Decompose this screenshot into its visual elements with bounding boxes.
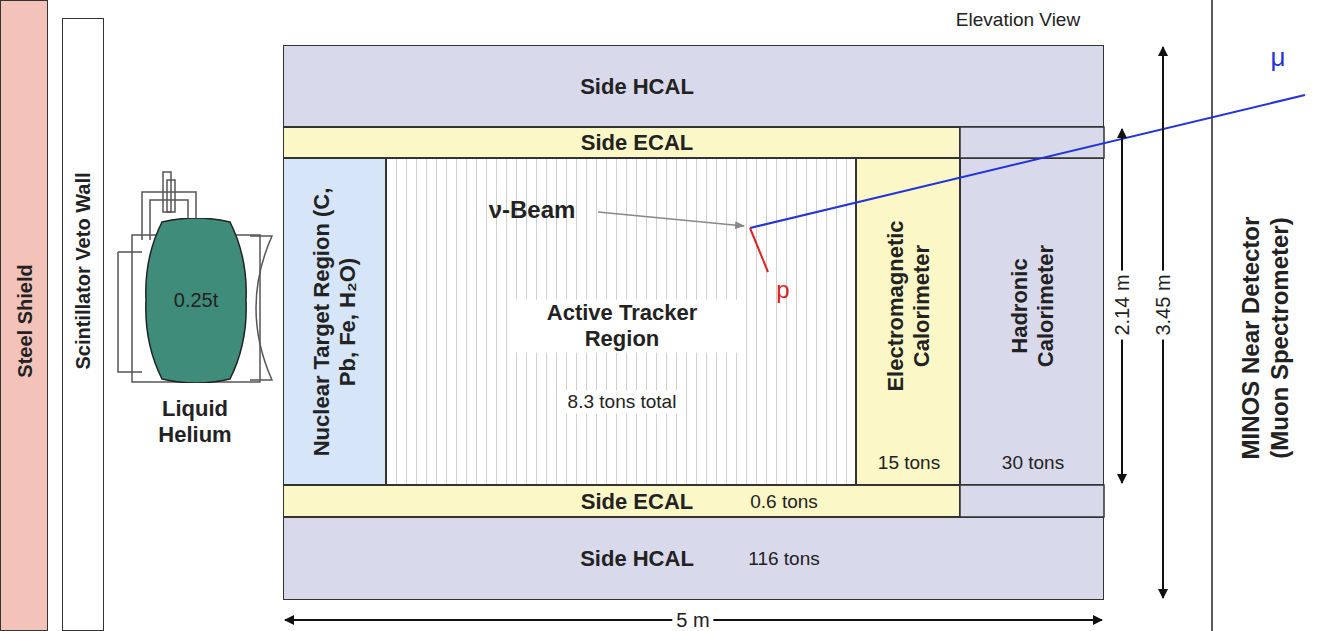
particle-label: p: [776, 276, 789, 305]
hcal-corner: [960, 485, 1104, 517]
box-label: Electromagnetic Calorimeter: [883, 206, 936, 406]
box-label: 8.3 tons total: [564, 391, 681, 414]
box-label: Side HCAL: [580, 546, 694, 572]
nuclear-target-region: Nuclear Target Region (C, Pb, Fe, H₂O): [283, 158, 386, 485]
tank-label: Liquid Helium: [145, 396, 245, 449]
dimension-label: 5 m: [672, 608, 713, 631]
side-ecal: Side ECAL: [283, 127, 960, 158]
hcal-corner: [960, 127, 1104, 158]
side-hcal: Side HCAL 116 tons: [283, 517, 1104, 600]
spectrometer-label: MINOS Near Detector (Muon Spectrometer): [1237, 188, 1295, 488]
box-label: Scintillator Veto Wall: [71, 121, 95, 421]
view-title: Elevation View: [956, 9, 1080, 32]
frame-line: [1211, 0, 1213, 631]
side-hcal: Side HCAL: [283, 45, 1104, 127]
box-label: 0.25t: [174, 288, 218, 312]
box-label: Side ECAL: [581, 130, 693, 156]
box-label: Side HCAL: [580, 74, 694, 100]
veto-wall: Scintillator Veto Wall: [62, 18, 104, 631]
box-label: Nuclear Target Region (C, Pb, Fe, H₂O): [309, 182, 362, 462]
box-label: 30 tons: [1002, 452, 1064, 475]
dimension-label: 3.45 m: [1151, 270, 1175, 339]
box-label: Side ECAL: [581, 489, 693, 515]
steel-shield: Steel Shield: [0, 0, 48, 631]
hadronic-calorimeter: Hadronic Calorimeter 30 tons: [960, 158, 1104, 485]
side-ecal: Side ECAL 0.6 tons: [283, 485, 960, 517]
box-label: Steel Shield: [13, 171, 37, 471]
cryostat: [118, 172, 272, 382]
box-label: Active Tracker Region: [507, 300, 737, 353]
box-label: 0.6 tons: [750, 491, 818, 514]
box-label: Hadronic Calorimeter: [1007, 206, 1060, 406]
helium-tank: 0.25t: [142, 218, 250, 383]
dimension-label: 2.14 m: [1110, 270, 1134, 339]
box-label: 15 tons: [878, 452, 940, 475]
box-label: 116 tons: [748, 548, 819, 571]
particle-label: μ: [1271, 42, 1286, 73]
em-calorimeter: Electromagnetic Calorimeter 15 tons: [856, 158, 960, 485]
active-tracker: Active Tracker Region 8.3 tons total: [386, 158, 856, 485]
beam-label: ν-Beam: [489, 196, 576, 225]
